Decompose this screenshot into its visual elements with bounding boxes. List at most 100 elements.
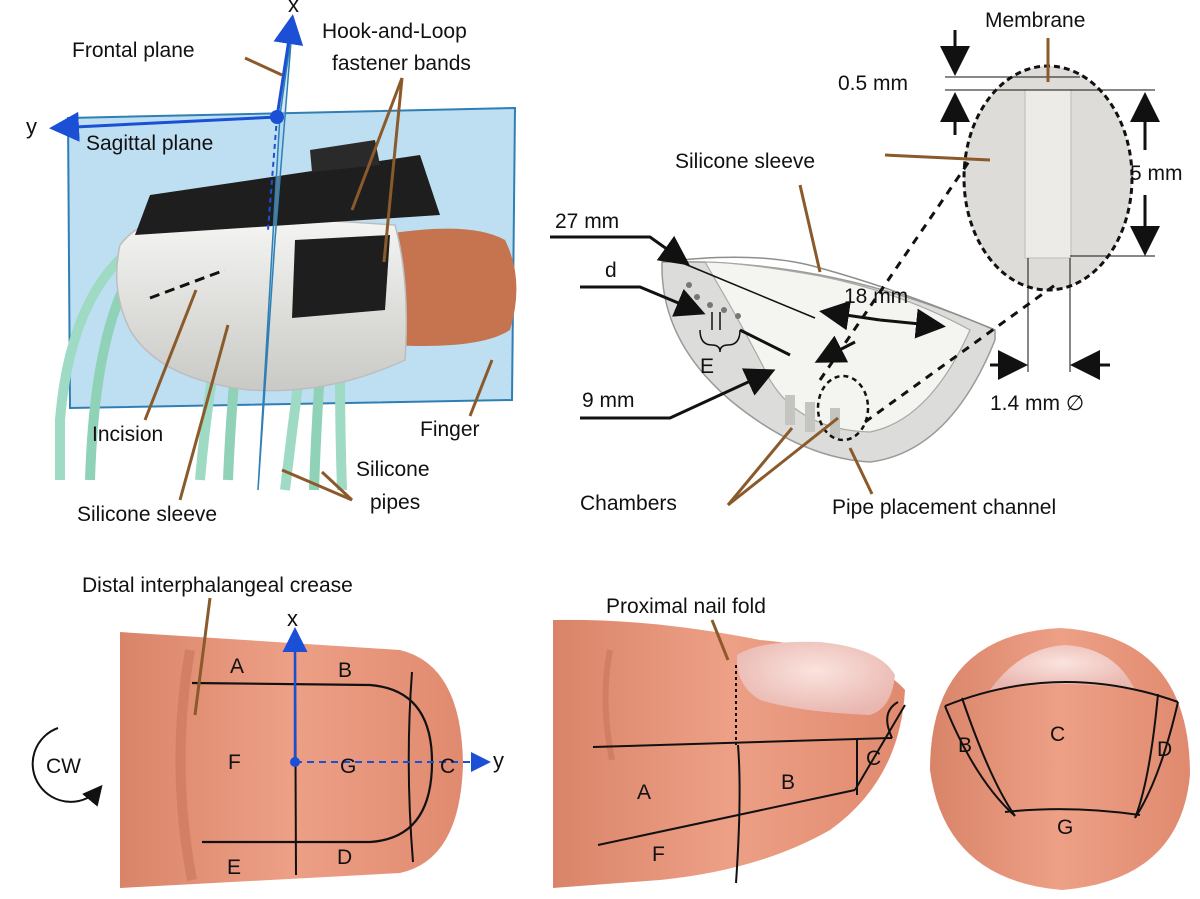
region-B: B [781,771,795,794]
region-boundary [1134,701,1179,819]
region-A: A [637,781,651,804]
dip-crease-shade [175,649,197,881]
fingertip-front-skin [930,628,1190,890]
dim-E-brace [699,329,741,353]
origin-dot [290,757,300,767]
finger [380,228,517,346]
silicone-sleeve-leader [178,324,230,501]
region-F: F [652,843,665,866]
silicone-pipe [309,371,325,491]
region-boundary [944,705,1016,817]
frontal-plane-leader [244,56,283,77]
hook-loop-leader [350,77,404,211]
region-boundary [886,701,899,739]
panel-device-photo: x y Frontal plane Sagittal plane Hook-an… [26,0,517,526]
region-C: C [440,755,455,778]
hook-loop-label-line2: fastener bands [332,52,471,75]
region-boundary [854,704,906,791]
panel-fingertip-side: A B C F Proximal nail fold [553,595,906,888]
chamber-slot [785,395,795,425]
region-boundary [944,681,1179,707]
dim-E-label: E [700,355,714,378]
dim-d-leader [580,285,706,317]
dim-27-label: 27 mm [555,210,619,233]
dim-9-label: 9 mm [582,389,635,412]
dim-18-label: 18 mm [844,285,908,308]
origin-dot [270,110,284,124]
pipe-channel-leader [848,447,874,495]
region-C: C [1050,723,1065,746]
region-G: G [340,755,356,778]
chamber-slot [805,402,815,432]
silicone-pipe [335,371,347,491]
dim-9-leader [739,328,791,357]
silicone-pipe [55,246,134,480]
hook-loop-leader [382,77,404,263]
region-E: E [227,856,241,879]
chambers-label: Chambers [580,492,677,515]
region-boundary [407,671,414,863]
region-B: B [338,659,352,682]
region-boundary [592,737,893,748]
region-D: D [337,846,352,869]
nail [736,641,895,715]
region-boundary [1134,693,1159,819]
chambers-leader [726,427,794,506]
axis-x-label: x [287,606,298,631]
panel-fingertip-front: C B D G [930,628,1190,890]
region-boundary [961,697,1016,817]
dim-18-arrow [879,308,946,339]
region-boundary [735,744,741,884]
chambers-leader [727,416,839,507]
membrane-label: Membrane [985,9,1085,32]
region-G: G [1057,816,1073,839]
axis-x-label: x [288,0,299,17]
axis-y-label: y [493,748,504,773]
silicone-pipes-label-line2: pipes [370,491,420,514]
y-axis-arrow [49,111,278,142]
dim-27-leader [550,235,690,266]
dim-18-arrow [819,300,881,331]
region-C: C [866,747,881,770]
silicone-pipes-leader [281,468,353,502]
frontal-axis-dashed [267,116,278,231]
dim-27-line [679,261,816,319]
x-axis-arrow [273,14,304,118]
dim-9-leader [580,368,776,420]
detail-projection [864,283,1056,424]
finger-label: Finger [420,418,480,441]
chamber-slot [830,408,840,438]
silicone-sleeve-label: Silicone sleeve [77,503,217,526]
region-F: F [228,751,241,774]
panel-sleeve-cad: Membrane 0.5 mm 5 mm Silicone sleeve 27 … [550,9,1183,519]
dip-crease-label: Distal interphalangeal crease [82,574,353,597]
panel-fingertip-top: x y A B F G C E D Distal interphalangeal… [31,574,504,888]
dim-diameter-label: 1.4 mm ∅ [990,392,1084,415]
pipe-channel-label: Pipe placement channel [832,496,1056,519]
silicone-sleeve-leader [884,153,991,162]
dip-crease-leader [193,597,212,716]
axis-y-label: y [26,114,37,139]
velcro-band [292,235,390,318]
chamber-hole [721,307,727,313]
cw-label: CW [46,755,81,778]
region-A: A [230,655,244,678]
chamber-hole [735,313,741,319]
chamber-hole [694,294,700,300]
region-boundary [1004,808,1141,816]
silicone-pipes-label-line1: Silicone [356,458,430,481]
incision-line [149,268,226,300]
dim-height-label: 5 mm [1130,162,1183,185]
dim-d-label: d [605,259,617,282]
detail-circle [816,374,870,442]
region-B: B [958,734,972,757]
incision-label: Incision [92,423,163,446]
dim-9-arrow [814,335,856,363]
nail [990,645,1135,690]
velcro-band [310,140,380,172]
silicone-pipes-leader [320,470,354,502]
nail-fold-leader [710,619,730,661]
silicone-sleeve-cad-label: Silicone sleeve [675,150,815,173]
cw-rotation-arrow [31,727,103,807]
